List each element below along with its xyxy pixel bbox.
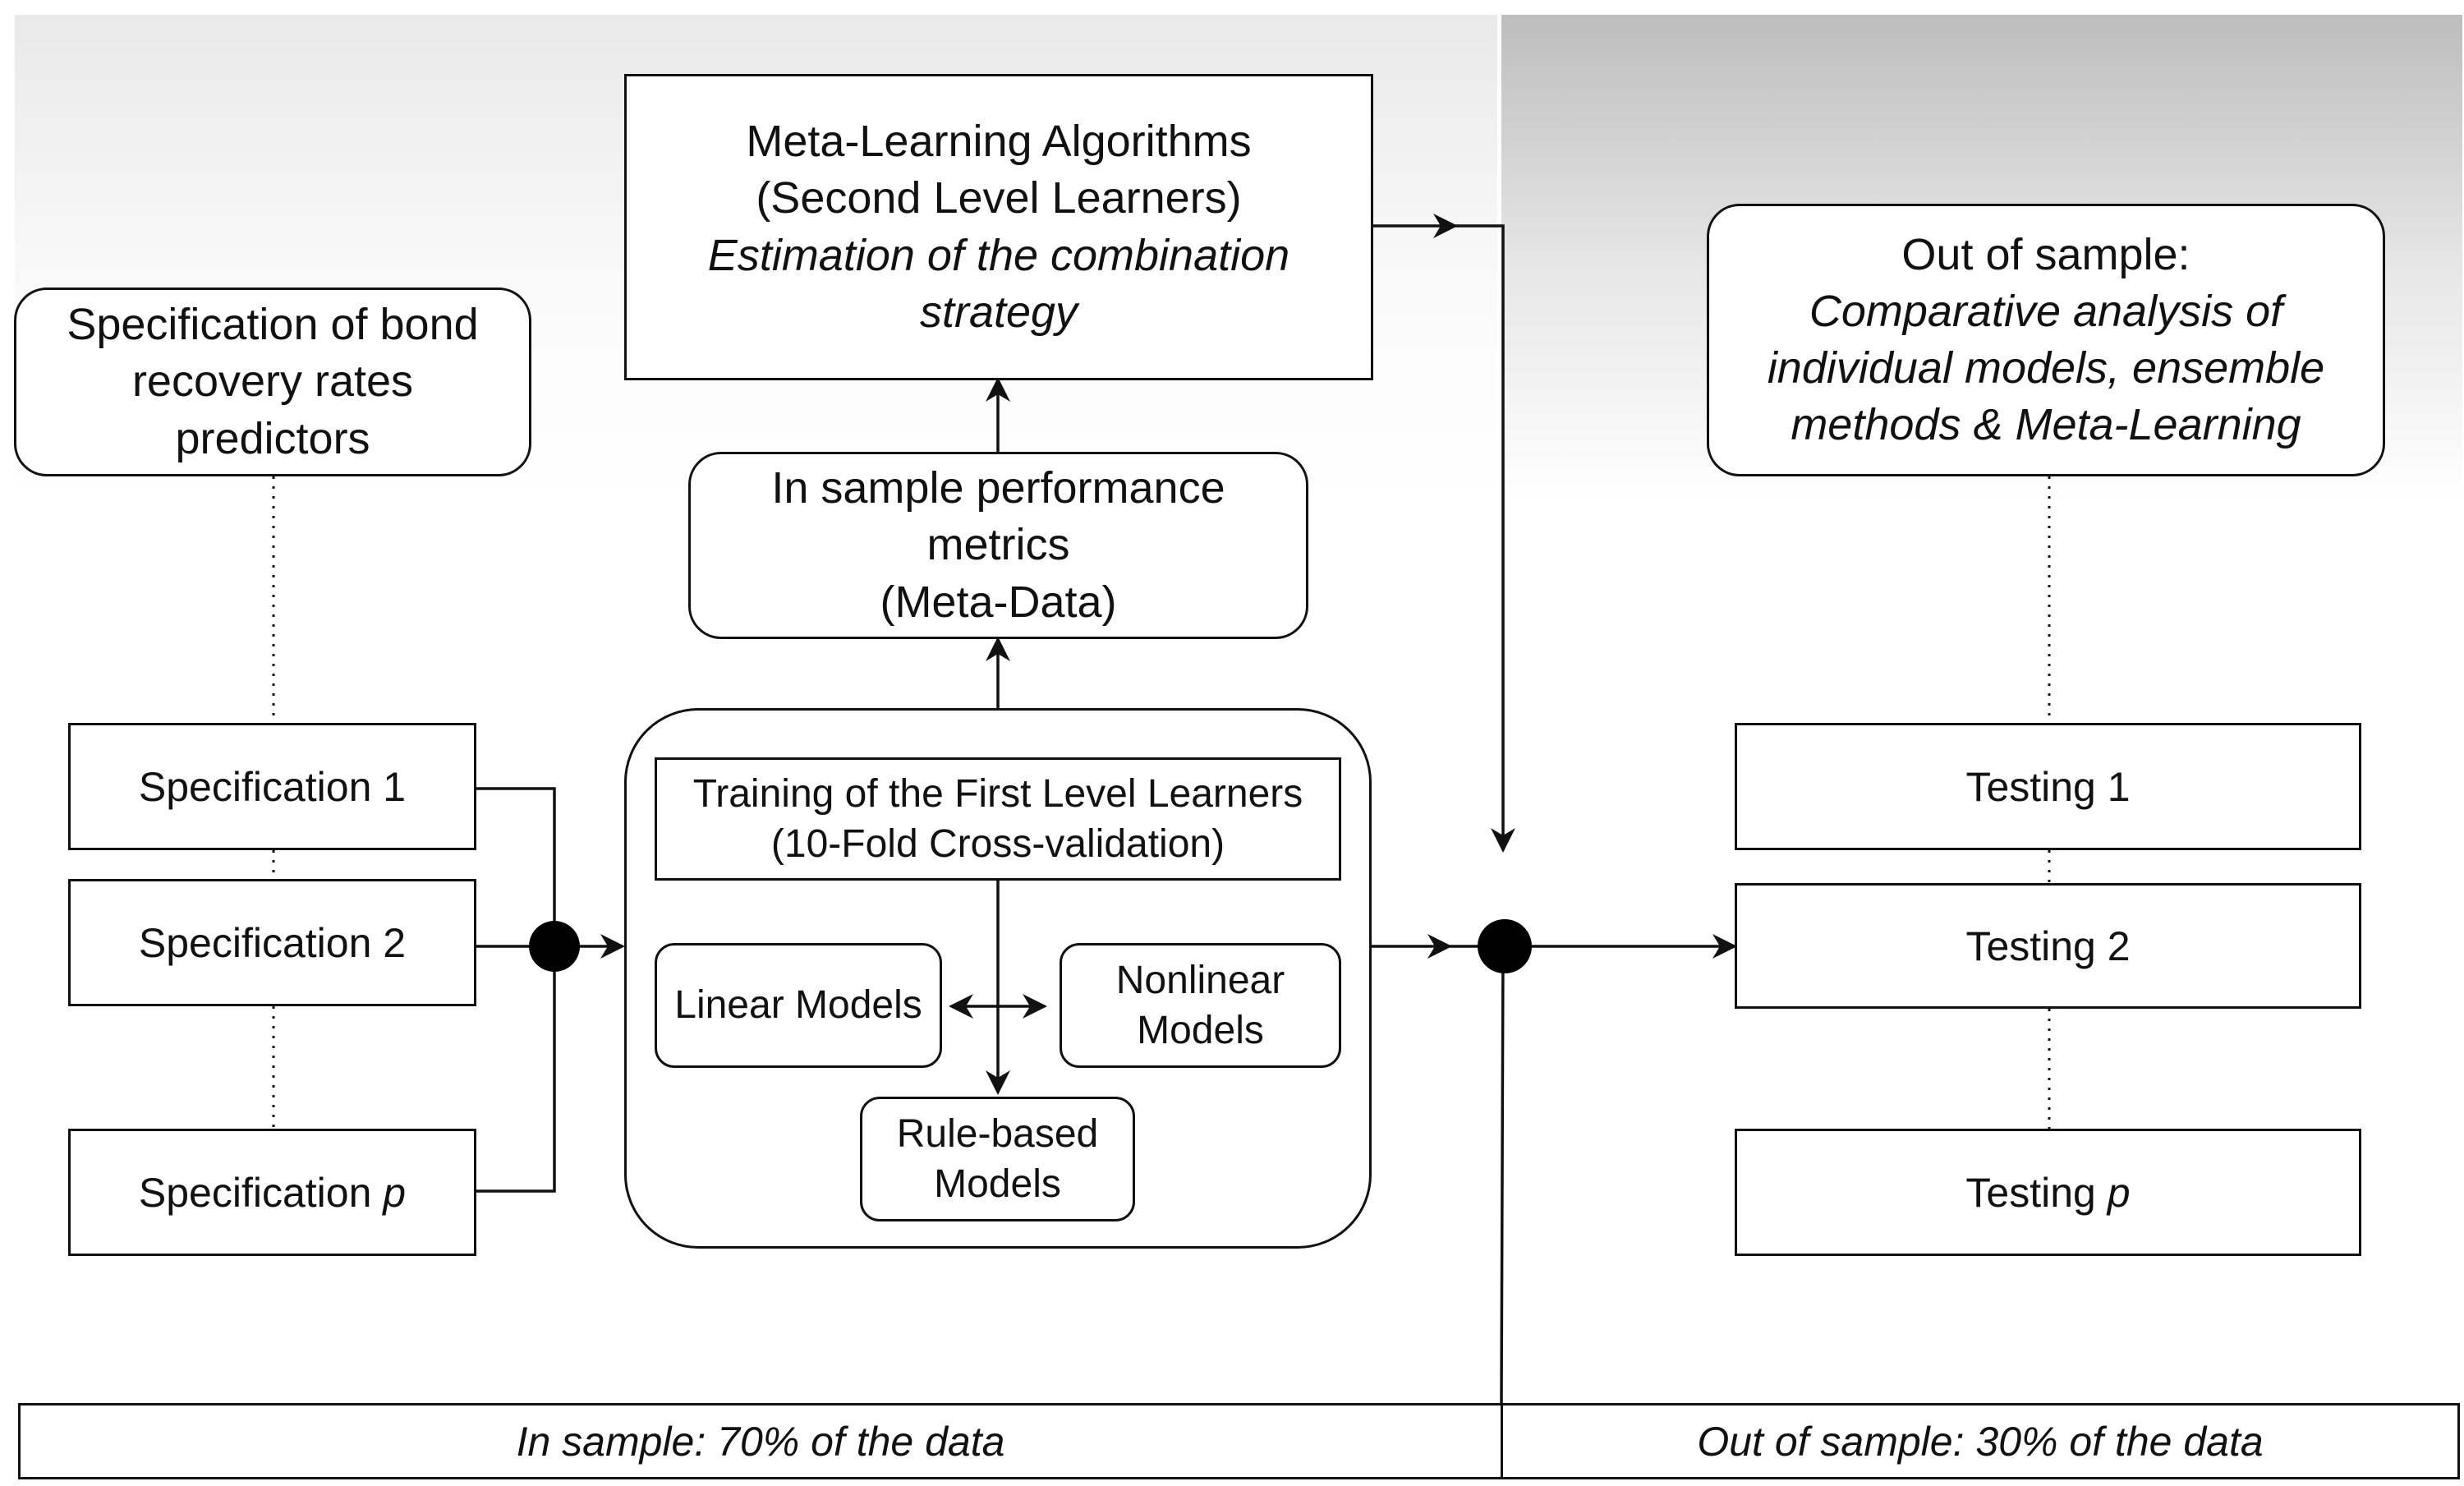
meta-learning-description-2: strategy: [919, 287, 1078, 337]
meta-learning-box: Meta-Learning Algorithms (Second Level L…: [624, 74, 1373, 380]
testing-p-prefix: Testing: [1965, 1169, 2108, 1216]
nonlinear-line-1: Nonlinear: [1115, 958, 1285, 1002]
in-sample-footer: In sample: 70% of the data: [18, 1403, 1503, 1479]
specification-2-label: Specification 2: [138, 919, 407, 966]
meta-learning-title: Meta-Learning Algorithms: [746, 117, 1252, 167]
metrics-line-2: metrics: [926, 520, 1070, 570]
specification-p-prefix: Specification: [138, 1169, 384, 1216]
first-level-title-box: Training of the First Level Learners (10…: [655, 757, 1341, 881]
in-sample-metrics-box: In sample performance metrics (Meta-Data…: [688, 452, 1308, 639]
specification-p-variable: p: [383, 1169, 407, 1216]
out-sample-footer: Out of sample: 30% of the data: [1501, 1403, 2460, 1479]
rule-based-line-2: Models: [934, 1162, 1061, 1206]
first-level-subtitle: (10-Fold Cross-validation): [770, 822, 1225, 866]
testing-p-variable: p: [2107, 1169, 2131, 1216]
out-of-sample-analysis-box: Out of sample: Comparative analysis of i…: [1707, 204, 2385, 476]
out-of-sample-line-4: methods & Meta-Learning: [1791, 400, 2301, 450]
first-level-title: Training of the First Level Learners: [692, 771, 1303, 816]
specification-1-label: Specification 1: [138, 763, 407, 810]
specification-predictors-box: Specification of bond recovery rates pre…: [14, 288, 531, 476]
specification-p-box: Specification p: [68, 1129, 476, 1256]
linear-models-box: Linear Models: [655, 943, 942, 1068]
metrics-line-1: In sample performance: [771, 463, 1225, 513]
dotted-connectors: [272, 476, 2051, 1129]
testing-2-box: Testing 2: [1735, 883, 2361, 1009]
nonlinear-line-2: Models: [1137, 1009, 1264, 1052]
out-sample-footer-label: Out of sample: 30% of the data: [1697, 1418, 2264, 1465]
first-level-container: [624, 708, 1372, 1249]
specification-1-box: Specification 1: [68, 723, 476, 850]
nonlinear-models-box: Nonlinear Models: [1060, 943, 1341, 1068]
merge-dot-specifications: [529, 921, 580, 972]
rule-based-line-1: Rule-based: [896, 1111, 1099, 1156]
out-of-sample-line-3: individual models, ensemble: [1767, 343, 2325, 393]
meta-learning-description-1: Estimation of the combination: [707, 230, 1290, 280]
specification-p-label: Specification p: [139, 1166, 406, 1219]
in-sample-footer-label: In sample: 70% of the data: [516, 1418, 1005, 1465]
specification-2-box: Specification 2: [68, 879, 476, 1006]
testing-1-box: Testing 1: [1735, 723, 2361, 850]
testing-2-label: Testing 2: [1965, 922, 2131, 969]
predictors-line-1: Specification of bond: [67, 300, 479, 350]
meta-learning-subtitle: (Second Level Learners): [756, 173, 1242, 223]
merge-dot-out-of-sample: [1478, 919, 1532, 973]
linear-models-label: Linear Models: [674, 983, 922, 1028]
testing-p-box: Testing p: [1735, 1129, 2361, 1256]
testing-p-label: Testing p: [1965, 1166, 2130, 1219]
rule-based-models-box: Rule-based Models: [860, 1097, 1135, 1221]
out-of-sample-title: Out of sample:: [1901, 229, 2190, 279]
predictors-line-3: predictors: [175, 413, 370, 463]
testing-1-label: Testing 1: [1965, 763, 2131, 810]
out-of-sample-line-2: Comparative analysis of: [1809, 286, 2283, 336]
metrics-line-3: (Meta-Data): [880, 577, 1117, 627]
predictors-line-2: recovery rates: [131, 357, 414, 407]
